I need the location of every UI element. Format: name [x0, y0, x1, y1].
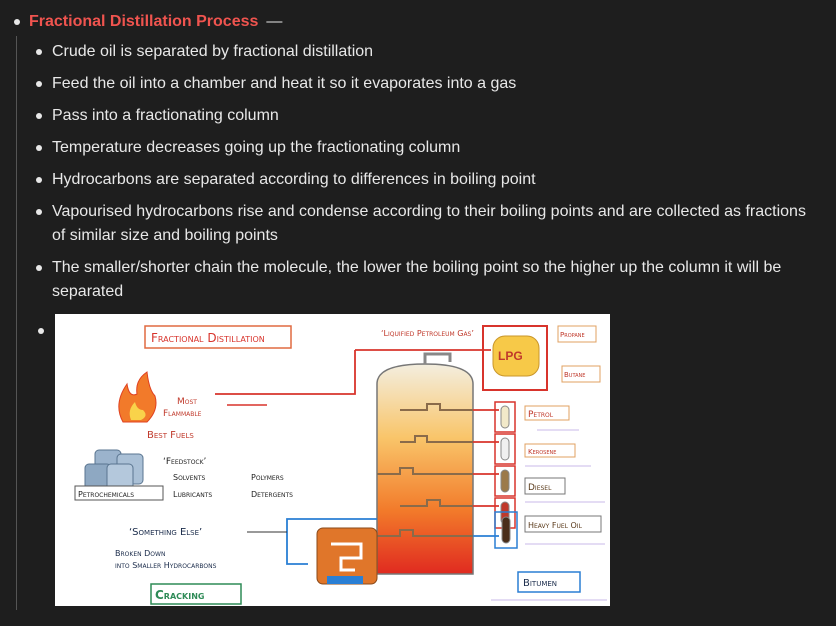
list-item-text: Crude oil is separated by fractional dis…: [52, 43, 374, 60]
into-smaller-label: into Smaller Hydrocarbons: [115, 561, 217, 570]
kerosene-box: [524, 443, 576, 458]
petrochemicals-box: [74, 485, 164, 501]
indent-guide: [16, 36, 17, 610]
cracking-box: [150, 583, 242, 605]
list-item: Vapourised hydrocarbons rise and condens…: [36, 200, 806, 248]
cracking-label: Cracking: [155, 588, 204, 602]
list-item-text: Pass into a fractionating column: [52, 107, 279, 124]
list-item-text: Vapourised hydrocarbons rise and condens…: [52, 203, 806, 244]
diesel-label: Diesel: [528, 483, 552, 493]
list-item-text: The smaller/shorter chain the molecule, …: [52, 259, 782, 300]
flammable-label: Flammable: [163, 409, 202, 419]
bullet-dot: [14, 19, 20, 25]
fractional-distillation-diagram[interactable]: Fractional Distillation ‘Liquified Petro…: [55, 314, 610, 606]
feedstock-label: ‘Feedstock’: [163, 457, 207, 467]
section-dash: —: [266, 13, 283, 30]
heavy-fuel-oil-box: [524, 515, 602, 533]
bullet-dot: [36, 209, 42, 215]
fractionating-column: [376, 363, 474, 575]
petrochemicals-label: Petrochemicals: [78, 490, 134, 499]
diagram-title: Fractional Distillation: [151, 331, 265, 345]
column-trays: [377, 403, 473, 537]
bullet-list: Crude oil is separated by fractional dis…: [36, 40, 806, 312]
list-item-text: Feed the oil into a chamber and heat it …: [52, 75, 517, 92]
list-item: Hydrocarbons are separated according to …: [36, 168, 806, 192]
coil-icon: [331, 542, 363, 572]
bitumen-box: [517, 571, 581, 593]
list-item: Crude oil is separated by fractional dis…: [36, 40, 806, 64]
section-title[interactable]: Fractional Distillation Process: [29, 13, 259, 30]
flame-burner-icon: [327, 576, 363, 584]
title-box: [144, 325, 292, 349]
bullet-dot: [38, 328, 44, 334]
most-label: Most: [177, 397, 197, 407]
bullet-dot: [36, 145, 42, 151]
list-item-text: Hydrocarbons are separated according to …: [52, 171, 536, 188]
lpg-tank-icon: [492, 335, 540, 377]
lpg-box: [482, 325, 548, 391]
lubricants-label: Lubricants: [173, 490, 212, 499]
list-item: Pass into a fractionating column: [36, 104, 806, 128]
barrels-icon: [84, 449, 144, 493]
butane-label: Butane: [564, 371, 585, 379]
best-fuels-label: Best Fuels: [147, 430, 194, 441]
solvents-label: Solvents: [173, 473, 206, 482]
fire-icon: [118, 371, 157, 423]
lpg-label: ‘Liquified Petroleum Gas’: [381, 329, 474, 338]
petrol-label: Petrol: [528, 410, 554, 420]
propane-box: [557, 325, 597, 343]
bullet-dot: [36, 113, 42, 119]
molecule-scribbles: [491, 429, 607, 601]
propane-label: Propane: [560, 331, 585, 339]
bullet-dot: [36, 265, 42, 271]
list-item: Feed the oil into a chamber and heat it …: [36, 72, 806, 96]
bullet-dot: [36, 49, 42, 55]
butane-box: [561, 365, 601, 383]
lpg-tank-label: LPG: [498, 349, 523, 363]
broken-down-label: Broken Down: [115, 549, 165, 558]
section-heading-row: Fractional Distillation Process —: [14, 12, 282, 32]
image-bullet: [38, 321, 44, 339]
bullet-dot: [36, 81, 42, 87]
detergents-label: Detergents: [251, 490, 293, 499]
diesel-box: [524, 477, 566, 495]
diagram-svg: Fractional Distillation ‘Liquified Petro…: [74, 325, 607, 605]
list-item: The smaller/shorter chain the molecule, …: [36, 256, 806, 304]
heavy-fuel-oil-label: Heavy Fuel Oil: [528, 521, 583, 530]
column-vent: [423, 352, 452, 364]
bitumen-label: Bitumen: [523, 578, 557, 589]
flame-core-icon: [129, 402, 146, 420]
something-else-label: ‘Something Else’: [129, 527, 202, 538]
list-item-text: Temperature decreases going up the fract…: [52, 139, 461, 156]
bullet-dot: [36, 177, 42, 183]
petrol-box: [524, 405, 570, 421]
list-item: Temperature decreases going up the fract…: [36, 136, 806, 160]
kerosene-label: Kerosene: [528, 448, 556, 456]
furnace-icon: [316, 527, 378, 585]
test-tubes: [494, 401, 518, 549]
cracking-line: [286, 518, 377, 565]
polymers-label: Polymers: [251, 473, 284, 482]
